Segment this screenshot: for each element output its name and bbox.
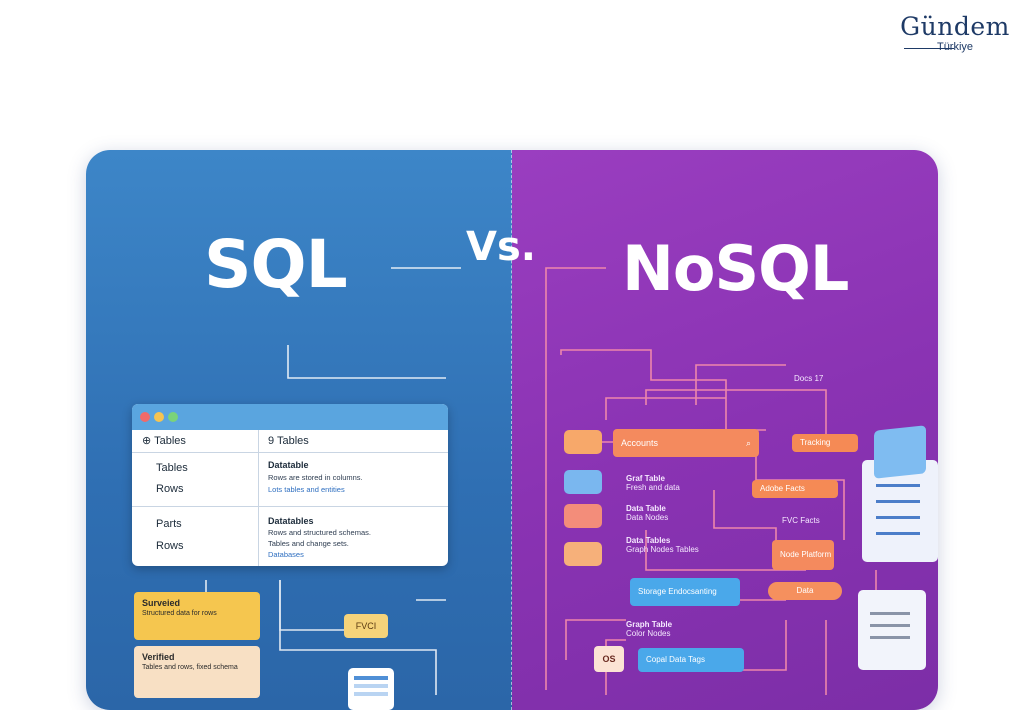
table-cell: Lots tables and entities	[268, 485, 345, 494]
document-icon	[858, 590, 926, 670]
database-icon	[564, 470, 602, 494]
table-cell: Databases	[268, 550, 304, 559]
table-cell: Tables and change sets.	[268, 539, 349, 548]
table-header-right: 9 Tables	[268, 435, 309, 447]
table-header-left: ⊕ Tables	[142, 435, 186, 447]
table-cell: Datatables	[268, 516, 314, 526]
window-dot-icon	[154, 412, 164, 422]
sql-note-peach: Verified Tables and rows, fixed schema	[134, 646, 260, 698]
center-divider	[511, 150, 512, 710]
os-node: OS	[594, 646, 624, 672]
accounts-node: Accounts⌕	[613, 429, 759, 457]
vs-label: Vs.	[466, 224, 536, 270]
row-divider	[132, 452, 448, 453]
file-icon	[564, 542, 602, 566]
connector-lines	[205, 267, 877, 695]
data-pill: Data	[768, 582, 842, 600]
window-dot-icon	[140, 412, 150, 422]
folder-icon	[564, 430, 602, 454]
table-cell: Rows are stored in columns.	[268, 473, 363, 482]
sql-chip: FVCI	[344, 614, 388, 638]
column-divider	[258, 430, 259, 566]
table-cell: Rows	[156, 540, 184, 552]
storage-node: Storage Endocsanting	[630, 578, 740, 606]
sql-note-yellow: Surveied Structured data for rows	[134, 592, 260, 640]
table-count-icon: 9	[268, 435, 277, 447]
tracking-node: Tracking	[792, 434, 858, 452]
table-icon: ⊕	[142, 435, 155, 447]
document-icon	[564, 504, 602, 528]
nosql-title: NoSQL	[622, 232, 849, 305]
table-cell: Rows	[156, 483, 184, 495]
window-body: ⊕ Tables 9 Tables Tables Rows Datatable …	[132, 430, 448, 566]
sql-table-window: ⊕ Tables 9 Tables Tables Rows Datatable …	[132, 404, 448, 566]
comparison-illustration: SQL Vs. NoSQL ⊕ Tables 9 Tables Tables R…	[86, 150, 938, 710]
brand-subtitle: Türkiye	[936, 41, 974, 53]
table-cell: Tables	[156, 462, 188, 474]
brand-name: Gündem	[900, 12, 1010, 41]
brand-divider	[904, 48, 954, 49]
nosql-label: Docs 17	[794, 374, 824, 383]
table-cell: Datatable	[268, 460, 309, 470]
window-titlebar	[132, 404, 448, 430]
row-divider	[132, 506, 448, 507]
window-dot-icon	[168, 412, 178, 422]
adobe-facts-node: Adobe Facts	[752, 480, 838, 498]
copal-node: Copal Data Tags	[638, 648, 744, 672]
spreadsheet-icon	[348, 668, 394, 710]
node-platform-node: Node Platform	[772, 540, 834, 570]
cube-icon	[874, 425, 926, 479]
search-icon: ⌕	[745, 438, 751, 448]
table-cell: Parts	[156, 518, 182, 530]
table-cell: Rows and structured schemas.	[268, 528, 371, 537]
sql-title: SQL	[204, 226, 348, 303]
fvc-facts-label: FVC Facts	[782, 516, 820, 525]
brand-logo: Gündem Türkiye	[900, 12, 1010, 54]
